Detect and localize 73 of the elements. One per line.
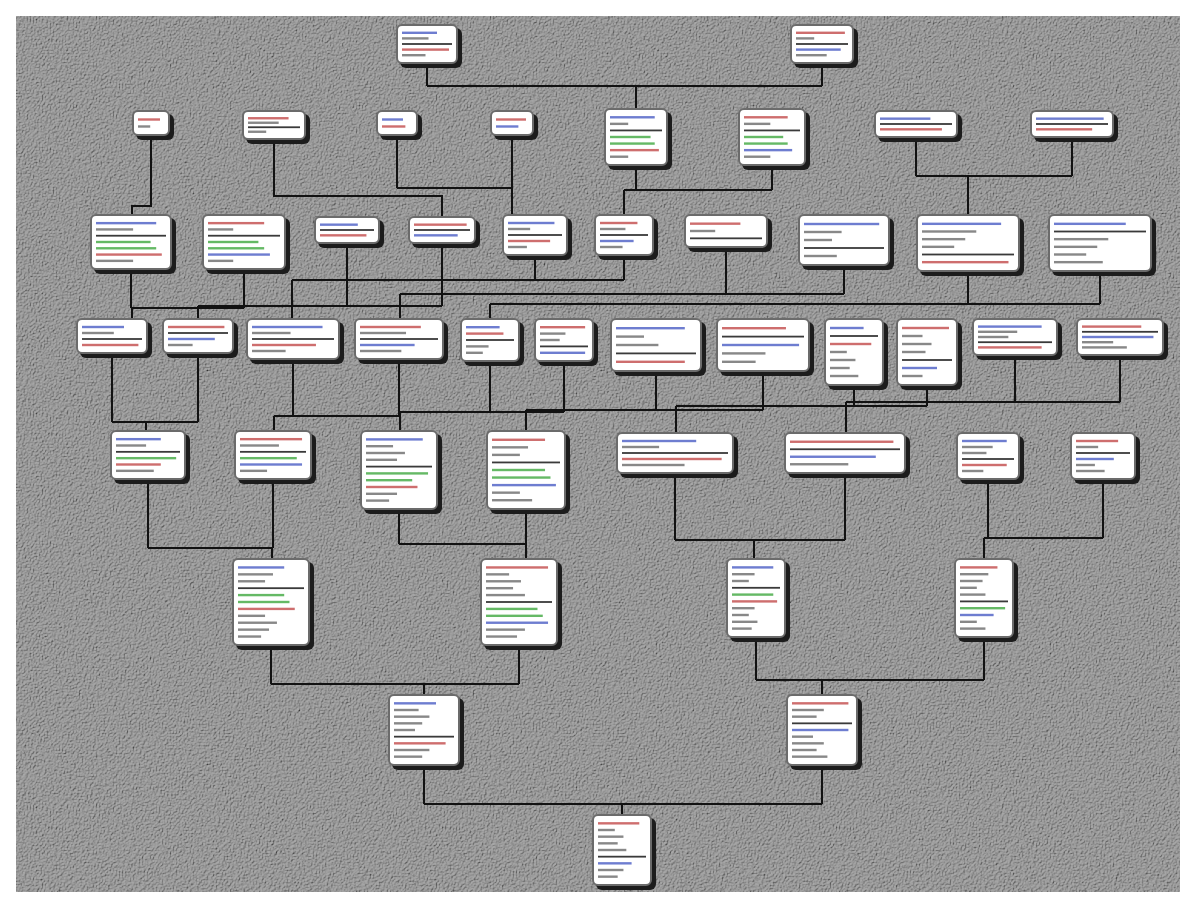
connector-line bbox=[983, 537, 1104, 559]
connector-line bbox=[762, 371, 764, 411]
connector-line bbox=[843, 265, 845, 295]
connector-line bbox=[197, 305, 443, 319]
connector-line bbox=[525, 509, 527, 545]
connector-line bbox=[292, 359, 294, 417]
connector-line bbox=[147, 479, 149, 549]
connector-line bbox=[1014, 355, 1016, 403]
connector-line bbox=[967, 271, 969, 305]
connector-line bbox=[1099, 271, 1101, 305]
connector-line bbox=[147, 547, 274, 559]
connector-line bbox=[273, 415, 400, 431]
connector-line bbox=[423, 765, 425, 805]
connector-line bbox=[130, 269, 132, 309]
connector-line bbox=[441, 243, 443, 307]
connector-line bbox=[845, 401, 1121, 433]
connector-line bbox=[983, 637, 985, 681]
connector-line bbox=[398, 509, 400, 545]
connector-line bbox=[915, 175, 1073, 215]
connector-line bbox=[725, 247, 727, 295]
connector-line bbox=[426, 85, 823, 109]
connector-line bbox=[674, 473, 676, 541]
connector-line bbox=[1102, 479, 1104, 539]
person-card bbox=[132, 110, 170, 136]
connector-line bbox=[346, 243, 348, 307]
connector-line bbox=[396, 187, 513, 215]
connector-line bbox=[987, 479, 989, 539]
connector-line bbox=[915, 137, 917, 177]
connector-line bbox=[518, 645, 520, 685]
connector-line bbox=[674, 539, 846, 559]
connector-line bbox=[131, 135, 152, 215]
connector-line bbox=[675, 405, 928, 433]
connector-line bbox=[489, 303, 1101, 319]
connector-line bbox=[197, 353, 199, 423]
connector-line bbox=[655, 371, 657, 411]
connector-line bbox=[270, 645, 272, 685]
person-card bbox=[874, 110, 958, 138]
person-card bbox=[376, 110, 418, 136]
connector-line bbox=[1119, 355, 1121, 403]
connector-line bbox=[1071, 137, 1073, 177]
connector-line bbox=[755, 679, 985, 695]
connector-line bbox=[489, 361, 491, 413]
person-card bbox=[314, 216, 380, 244]
connector-line bbox=[399, 293, 845, 319]
person-card bbox=[684, 214, 768, 248]
connector-line bbox=[755, 637, 757, 681]
connector-line bbox=[111, 421, 199, 431]
connector-line bbox=[511, 135, 513, 189]
connector-line bbox=[396, 135, 398, 189]
person-card bbox=[972, 318, 1058, 356]
connector-line bbox=[272, 479, 274, 549]
connector-line bbox=[525, 409, 764, 431]
connector-line bbox=[273, 139, 443, 217]
person-card bbox=[1076, 318, 1164, 356]
connector-line bbox=[821, 765, 823, 805]
connector-line bbox=[398, 359, 400, 417]
person-card bbox=[408, 216, 476, 244]
connector-line bbox=[398, 543, 527, 559]
connector-line bbox=[623, 189, 773, 215]
connector-line bbox=[270, 683, 520, 695]
person-card bbox=[76, 318, 148, 354]
connector-line bbox=[423, 803, 823, 815]
person-card bbox=[490, 110, 534, 136]
connector-line bbox=[399, 411, 565, 431]
connector-line bbox=[563, 361, 565, 413]
connector-line bbox=[291, 279, 625, 319]
person-card bbox=[162, 318, 234, 354]
person-card bbox=[1030, 110, 1114, 138]
connector-line bbox=[844, 473, 846, 541]
person-card bbox=[242, 110, 306, 140]
connector-line bbox=[111, 353, 113, 423]
connector-line bbox=[243, 269, 245, 309]
connector-line bbox=[130, 307, 245, 319]
